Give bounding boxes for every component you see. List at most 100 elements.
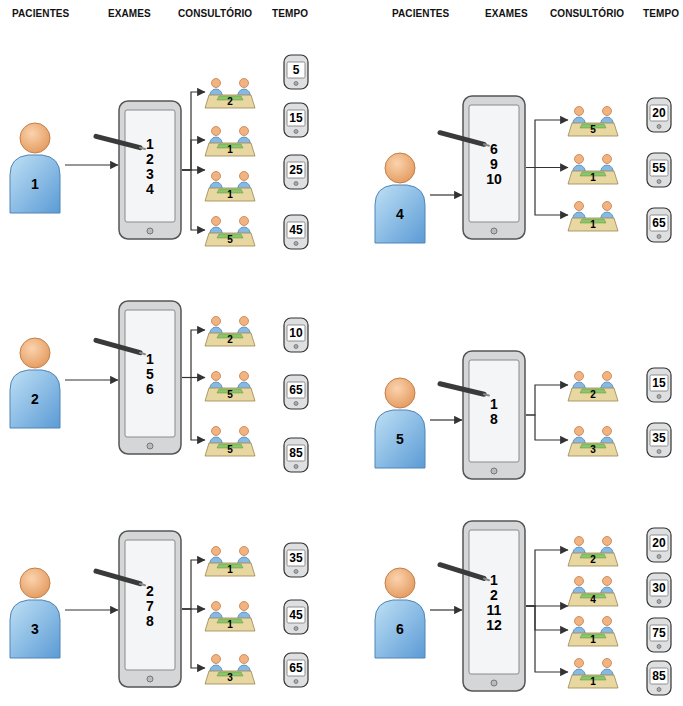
patient-head xyxy=(20,568,50,598)
text-group: 3 xyxy=(568,442,618,457)
phone-button xyxy=(657,450,661,454)
phone-frame xyxy=(284,215,308,249)
text-group: 65 xyxy=(645,215,673,231)
patient-head xyxy=(20,123,50,153)
text-group: 1 xyxy=(568,674,618,689)
tablet-screen xyxy=(125,540,175,670)
office-number: 1 xyxy=(227,144,233,155)
text-group: 65 xyxy=(282,382,310,398)
doctor-head xyxy=(603,202,612,211)
doctor-head xyxy=(212,602,221,611)
doctor-head xyxy=(575,202,584,211)
phone-frame xyxy=(284,375,308,409)
text-group: 35 xyxy=(282,550,310,566)
phone-screen xyxy=(287,62,305,78)
doctor-head xyxy=(603,107,612,116)
flow-arrow xyxy=(430,194,462,195)
phone-screen xyxy=(650,215,668,231)
time-value: 65 xyxy=(289,384,302,397)
time-phone: 65 xyxy=(645,207,673,243)
tablet-screen xyxy=(469,530,519,674)
flow-arrow xyxy=(526,167,568,168)
time-value: 20 xyxy=(652,107,665,120)
phone-screen xyxy=(287,660,305,676)
stylus xyxy=(96,340,140,352)
tablet-screen xyxy=(469,360,519,462)
desk-top xyxy=(205,618,255,631)
doctor-head xyxy=(603,659,612,668)
flow-arrow xyxy=(526,606,568,672)
patient-icon: 3 xyxy=(5,562,65,658)
flow-arrow xyxy=(526,120,568,168)
patient-head xyxy=(385,568,415,598)
exam-number: 6 xyxy=(490,142,498,157)
phone-button xyxy=(294,82,298,86)
text-group: 3 xyxy=(205,670,255,685)
text-group: 15 xyxy=(282,110,310,126)
flow-arrow xyxy=(526,415,568,440)
phone-screen xyxy=(287,325,305,341)
tablet-frame xyxy=(463,96,525,239)
phone-screen xyxy=(287,162,305,178)
patient-head xyxy=(385,153,415,183)
exam-number: 12 xyxy=(486,618,502,633)
exam-number: 1 xyxy=(490,397,498,412)
time-value: 20 xyxy=(652,537,665,550)
flow-arrow xyxy=(430,419,462,420)
doctor-head xyxy=(603,617,612,626)
exam-number: 1 xyxy=(146,137,154,152)
doctor-head xyxy=(212,427,221,436)
office-icon: 2 xyxy=(205,312,255,348)
text-group: 1 xyxy=(10,169,60,199)
text-group: 2 xyxy=(568,387,618,402)
phone-frame xyxy=(284,318,308,352)
doctor-head xyxy=(240,127,249,136)
phone-button xyxy=(294,402,298,406)
office-icon: 5 xyxy=(568,102,618,138)
text-group: 65 xyxy=(282,660,310,676)
exam-number: 1 xyxy=(490,573,498,588)
desk-top xyxy=(205,143,255,156)
time-value: 5 xyxy=(293,64,300,77)
office-number: 5 xyxy=(227,234,233,245)
phone-button xyxy=(294,130,298,134)
patient-number: 3 xyxy=(31,621,39,637)
flow-arrow xyxy=(182,377,205,378)
phone-button xyxy=(657,180,661,184)
office-icon: 1 xyxy=(205,542,255,578)
office-icon: 1 xyxy=(205,167,255,203)
text-group: 5 xyxy=(205,387,255,402)
doctor-head xyxy=(240,602,249,611)
office-number: 1 xyxy=(590,219,596,230)
phone-screen xyxy=(650,160,668,176)
time-value: 15 xyxy=(289,112,302,125)
text-group: 1 xyxy=(568,217,618,232)
office-number: 3 xyxy=(590,444,596,455)
text-group: 75 xyxy=(645,625,673,641)
office-icon: 1 xyxy=(568,150,618,186)
doctor-head xyxy=(212,547,221,556)
time-value: 35 xyxy=(652,432,665,445)
patient-icon-graphic xyxy=(370,147,430,243)
time-phone: 20 xyxy=(645,527,673,563)
time-value: 45 xyxy=(289,609,302,622)
text-group: 5 xyxy=(205,442,255,457)
doctor-head xyxy=(240,317,249,326)
flow-arrow xyxy=(526,168,568,216)
phone-frame xyxy=(284,103,308,137)
doctor-head xyxy=(212,79,221,88)
desk-top xyxy=(568,593,618,606)
flow-arrow xyxy=(182,140,205,170)
desk-top xyxy=(568,388,618,401)
desk-top xyxy=(205,443,255,456)
doctor-head xyxy=(575,577,584,586)
office-icon: 1 xyxy=(205,597,255,633)
time-phone: 45 xyxy=(282,214,310,250)
exam-number: 7 xyxy=(146,599,154,614)
text-group: 1 xyxy=(205,142,255,157)
exam-number: 2 xyxy=(490,588,498,603)
text-group: 5 xyxy=(282,62,310,78)
stylus-tip xyxy=(484,578,489,580)
exam-number: 11 xyxy=(487,603,502,618)
patient-body xyxy=(10,370,60,428)
